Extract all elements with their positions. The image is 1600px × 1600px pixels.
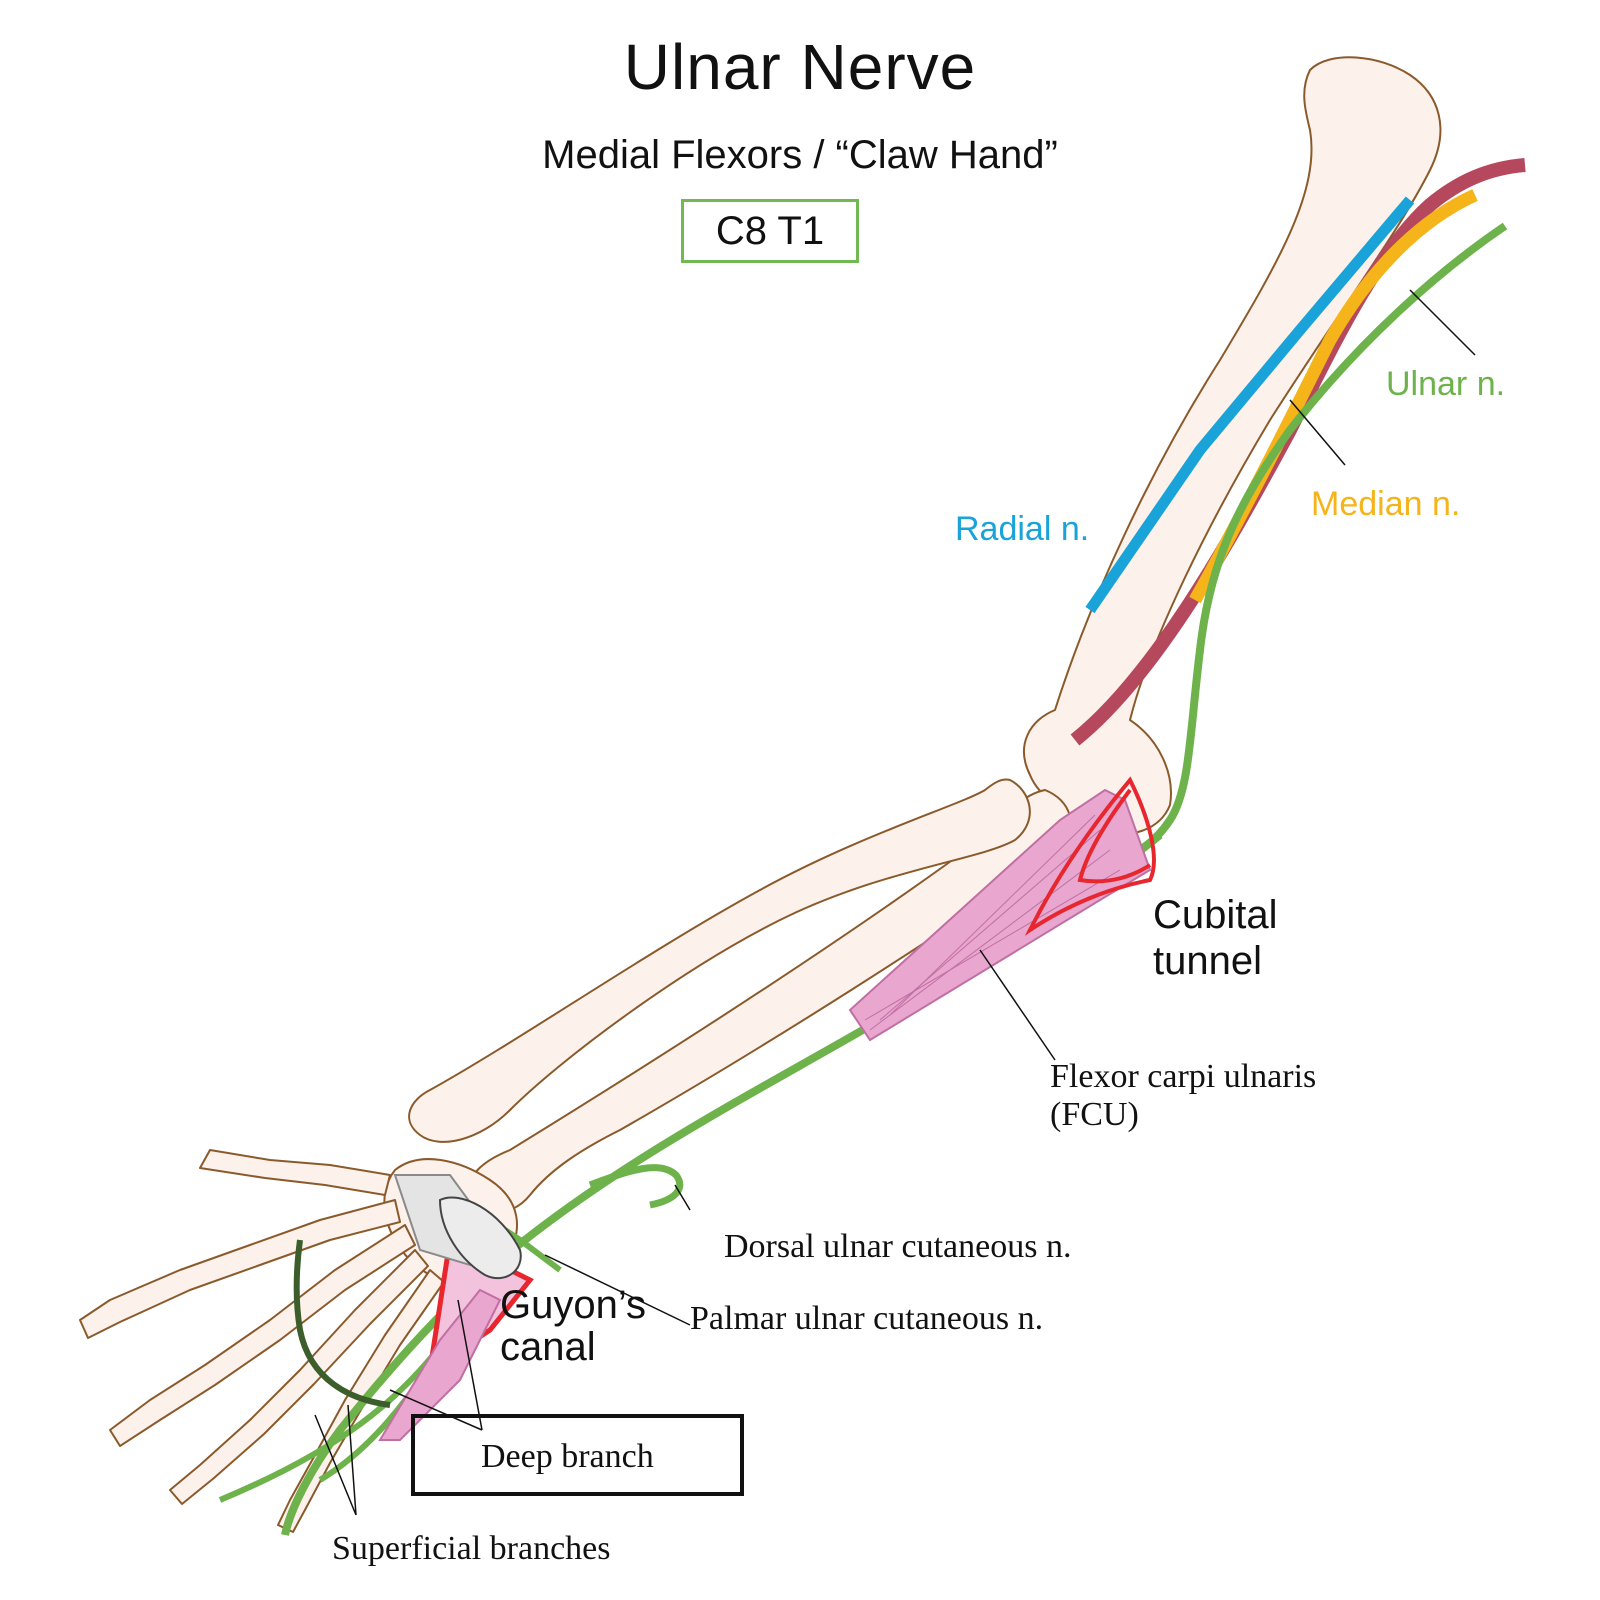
hypothenar-muscle — [378, 1288, 502, 1441]
guyons-canal-label-line-2: canal — [500, 1325, 596, 1369]
cubital-tunnel-label-line-1: Cubital — [1153, 893, 1278, 937]
fcu-leader — [979, 949, 1056, 1061]
finger-4 — [169, 1249, 429, 1505]
deep-leader — [389, 1299, 483, 1431]
cubital-tunnel-label-line-2: tunnel — [1153, 939, 1262, 983]
ulnar-nerve-label: Ulnar n. — [1386, 365, 1506, 403]
cubital-tunnel-label: Cubital tunnel — [1153, 892, 1278, 984]
radial-nerve — [1085, 196, 1415, 614]
cubital-tunnel-outline — [1024, 776, 1156, 936]
diagram-title: Ulnar Nerve — [623, 31, 977, 103]
dorsal-ulnar-cutaneous-label: Dorsal ulnar cutaneous n. — [724, 1228, 1072, 1265]
median-nerve-label: Median n. — [1311, 485, 1461, 523]
pisiform-bone — [438, 1196, 522, 1280]
dorsal-leader — [674, 1184, 691, 1211]
radial-nerve-label: Radial n. — [955, 510, 1090, 548]
deep-branch-label: Deep branch — [481, 1438, 654, 1475]
guyons-canal-label: Guyon’s canal — [500, 1284, 646, 1368]
finger-2 — [79, 1199, 401, 1339]
finger-3 — [109, 1224, 416, 1447]
finger-1 — [199, 1149, 391, 1196]
superficial-leader — [314, 1404, 357, 1516]
fcu-label-line-1: Flexor carpi ulnaris — [1050, 1058, 1317, 1095]
palmar-ulnar-cutaneous-label: Palmar ulnar cutaneous n. — [690, 1300, 1044, 1337]
deep-branch-box — [411, 1414, 744, 1496]
fcu-label-line-2: (FCU) — [1050, 1096, 1139, 1133]
fcu-label: Flexor carpi ulnaris (FCU) — [1050, 1058, 1316, 1134]
dorsal-ulnar-cutaneous-nerve — [588, 1164, 684, 1209]
humerus-bone — [1023, 56, 1442, 835]
diagram-subtitle: Medial Flexors / “Claw Hand” — [542, 133, 1058, 177]
radius-bone — [408, 778, 1031, 1143]
palmar-leader — [544, 1254, 691, 1326]
guyons-canal-label-line-1: Guyon’s — [500, 1283, 647, 1327]
nerve-roots-label: C8 T1 — [715, 208, 825, 253]
nerve-roots-box: C8 T1 — [681, 199, 859, 263]
median-n-leader — [1289, 399, 1346, 466]
deep-branch-nerve — [293, 1239, 391, 1408]
superficial-branches-label: Superficial branches — [332, 1530, 611, 1567]
ulnar-n-leader — [1409, 289, 1476, 356]
